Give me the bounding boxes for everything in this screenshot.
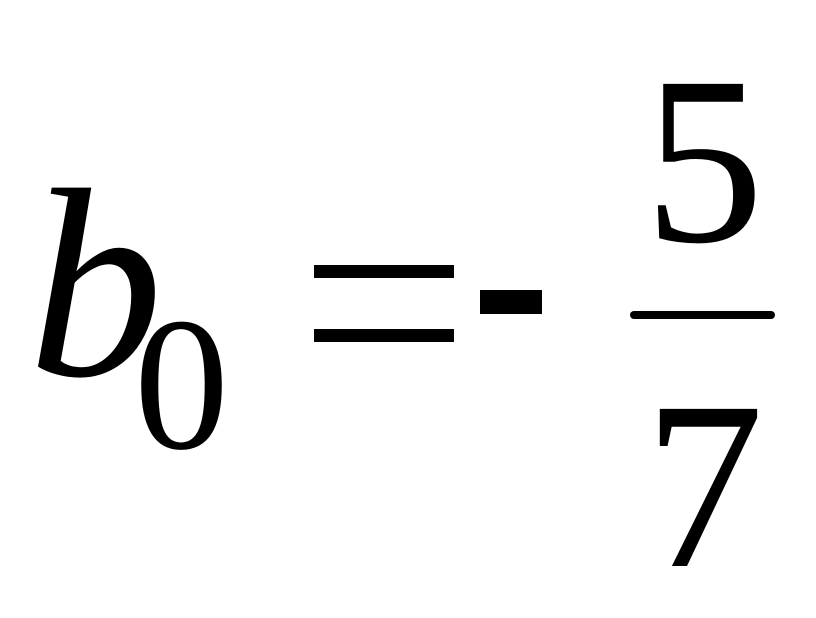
equals-bar-bottom [314,329,454,342]
variable-b: b [28,135,163,434]
fraction-numerator: 5 [644,27,764,293]
fraction-bar [630,311,775,319]
minus-sign [480,290,542,314]
fraction-denominator: 7 [644,352,764,618]
subscript-zero: 0 [134,280,229,490]
equals-bar-top [314,265,454,278]
